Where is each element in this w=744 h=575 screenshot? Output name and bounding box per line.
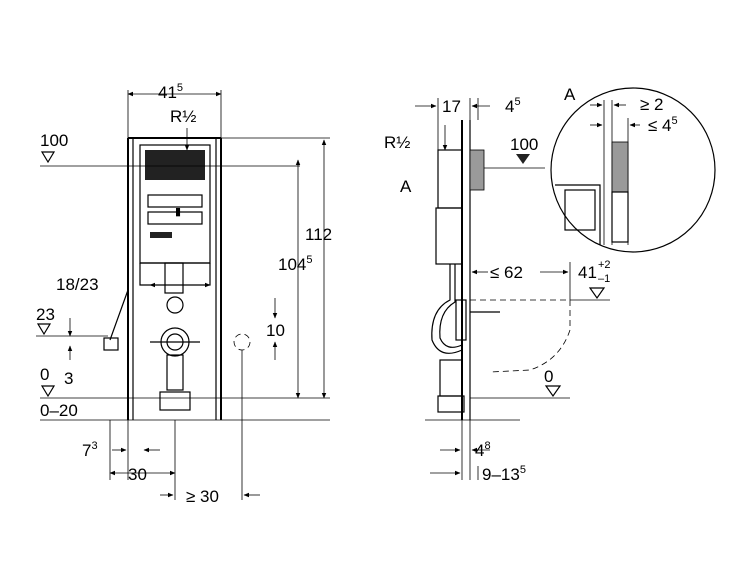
- side-height-41-tol-bot: –1: [598, 273, 610, 285]
- side-dim-17: 17: [442, 97, 461, 116]
- front-level-0: 0: [40, 365, 49, 384]
- side-reach: ≤ 62: [490, 263, 523, 282]
- side-dim-4-5: 45: [505, 96, 521, 116]
- front-dim-7: 73: [82, 440, 98, 460]
- side-height-41: 41: [578, 263, 597, 282]
- front-width-label: 415: [158, 82, 183, 102]
- side-level-0: 0: [544, 367, 553, 386]
- side-height-41-tol-top: +2: [598, 259, 611, 271]
- brand-mark: ▮: [175, 206, 181, 218]
- front-dim-30: 30: [128, 465, 147, 484]
- detail-a: A ≥ 2 ≤ 45: [550, 85, 716, 253]
- front-gap-10: 10: [266, 321, 285, 340]
- side-level-100: 100: [510, 135, 538, 154]
- detail-label: A: [564, 85, 576, 104]
- front-pipe-label: R½: [170, 107, 196, 126]
- side-dim-4-8: 48: [475, 440, 491, 460]
- front-spacing-label: 18/23: [56, 275, 99, 294]
- front-height-112: 112: [305, 225, 332, 244]
- front-height-104: 1045: [278, 254, 313, 274]
- side-view: 17 45 R½ A 100 ≤ 62 41 +2 –1 0 48 9–135: [384, 96, 611, 484]
- side-range-9-13: 9–135: [482, 464, 526, 484]
- detail-max-gap: ≤ 45: [648, 115, 678, 135]
- detail-min-gap: ≥ 2: [640, 95, 664, 114]
- front-view: ▮ 415 R½ 100 112 1045 18/23 23: [36, 82, 332, 506]
- front-offset-3: 3: [64, 369, 73, 388]
- front-level-100: 100: [40, 131, 68, 150]
- side-label-a: A: [400, 177, 412, 196]
- side-pipe-label: R½: [384, 133, 410, 152]
- front-dim-min-30: ≥ 30: [186, 487, 219, 506]
- front-range-0-20: 0–20: [40, 401, 78, 420]
- front-level-23: 23: [36, 305, 55, 324]
